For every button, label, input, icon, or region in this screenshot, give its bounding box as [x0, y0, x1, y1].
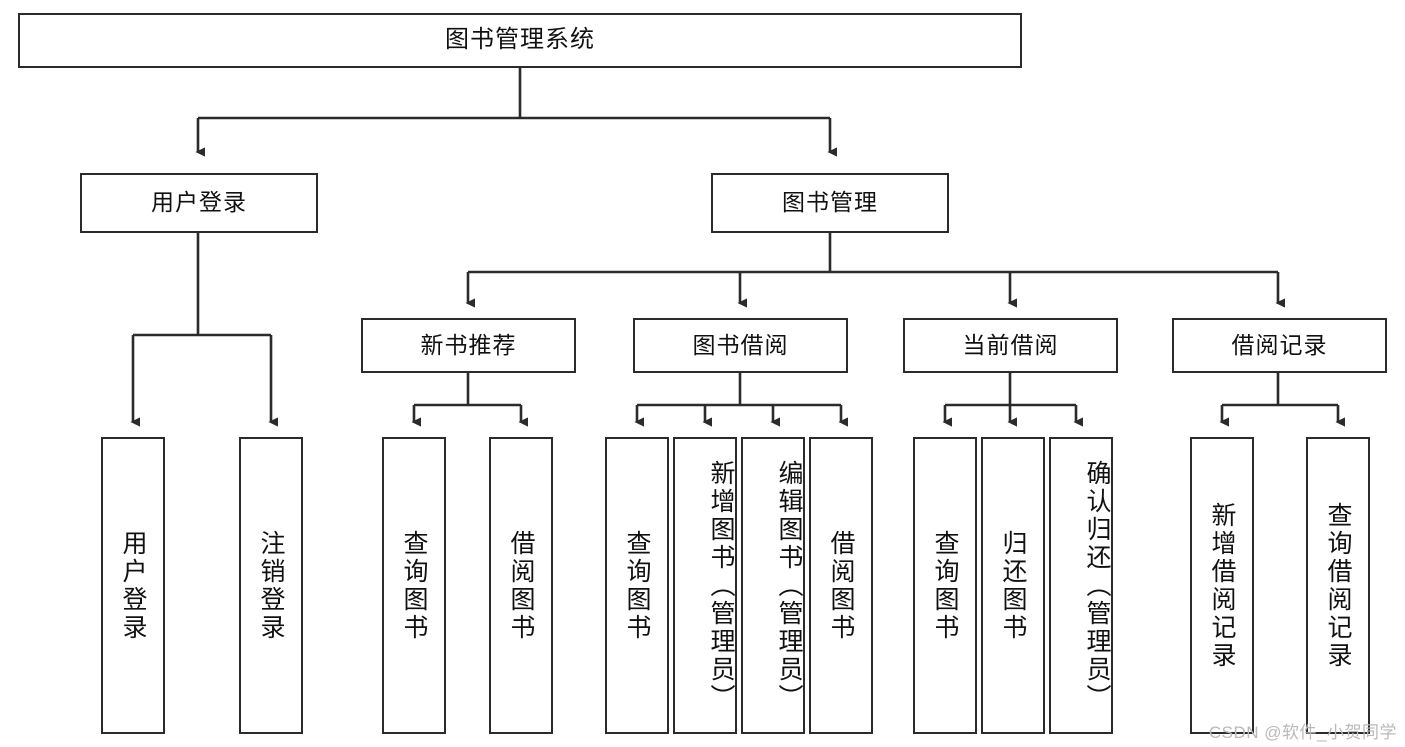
leaf-user-login-label: 用户登录	[119, 529, 147, 642]
node-new-book-rec-label: 新书推荐	[420, 331, 517, 358]
leaf-edit-book[interactable]: 编辑图书（管理员）	[741, 437, 805, 734]
leaf-query-record[interactable]: 查询借阅记录	[1306, 437, 1370, 734]
leaf-query-book-3[interactable]: 查询图书	[913, 437, 977, 734]
leaf-borrow-book-2[interactable]: 借阅图书	[809, 437, 873, 734]
node-user-login-label: 用户登录	[151, 189, 247, 216]
node-current-borrow[interactable]: 当前借阅	[903, 318, 1118, 373]
node-book-borrow[interactable]: 图书借阅	[633, 318, 848, 373]
leaf-query-book-1[interactable]: 查询图书	[382, 437, 446, 734]
leaf-add-book[interactable]: 新增图书（管理员）	[673, 437, 737, 734]
node-root-label: 图书管理系统	[445, 26, 595, 54]
leaf-borrow-book-1[interactable]: 借阅图书	[489, 437, 553, 734]
leaf-logout-label: 注销登录	[257, 529, 285, 642]
leaf-borrow-book-2-label: 借阅图书	[827, 529, 855, 642]
leaf-confirm-return-label: 确认归还（管理员）	[1083, 459, 1111, 712]
node-borrow-record[interactable]: 借阅记录	[1172, 318, 1387, 373]
node-book-borrow-label: 图书借阅	[692, 331, 789, 358]
leaf-borrow-book-1-label: 借阅图书	[507, 529, 535, 642]
leaf-return-book[interactable]: 归还图书	[981, 437, 1045, 734]
node-book-manage-label: 图书管理	[782, 189, 878, 216]
leaf-user-login[interactable]: 用户登录	[101, 437, 165, 734]
node-book-manage[interactable]: 图书管理	[711, 173, 949, 233]
watermark: CSDN @软件_小贺同学	[1208, 723, 1397, 742]
leaf-query-book-1-label: 查询图书	[400, 529, 428, 642]
node-borrow-record-label: 借阅记录	[1231, 331, 1328, 358]
node-new-book-rec[interactable]: 新书推荐	[361, 318, 576, 373]
leaf-edit-book-label: 编辑图书（管理员）	[775, 459, 803, 712]
node-root[interactable]: 图书管理系统	[18, 13, 1022, 68]
leaf-query-record-label: 查询借阅记录	[1324, 501, 1352, 670]
leaf-query-book-2[interactable]: 查询图书	[605, 437, 669, 734]
leaf-return-book-label: 归还图书	[999, 529, 1027, 642]
leaf-add-record-label: 新增借阅记录	[1208, 501, 1236, 670]
leaf-query-book-2-label: 查询图书	[623, 529, 651, 642]
leaf-query-book-3-label: 查询图书	[931, 529, 959, 642]
leaf-add-book-label: 新增图书（管理员）	[707, 459, 735, 712]
leaf-logout[interactable]: 注销登录	[239, 437, 303, 734]
leaf-add-record[interactable]: 新增借阅记录	[1190, 437, 1254, 734]
node-user-login[interactable]: 用户登录	[80, 173, 318, 233]
leaf-confirm-return[interactable]: 确认归还（管理员）	[1049, 437, 1113, 734]
node-current-borrow-label: 当前借阅	[962, 331, 1059, 358]
